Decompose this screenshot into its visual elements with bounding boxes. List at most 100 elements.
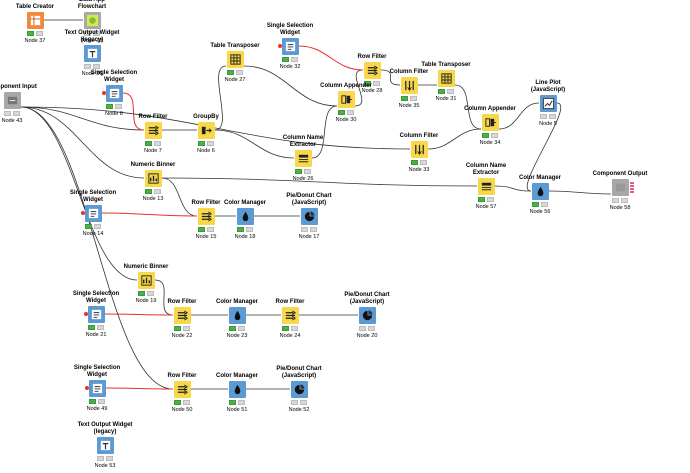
connection-n14-n15[interactable] (101, 212, 198, 217)
column-name-extractor-icon[interactable] (477, 178, 495, 195)
selection-widget-icon[interactable] (80, 205, 102, 222)
connection-n13-n57[interactable] (161, 177, 478, 187)
workflow-node-n20[interactable]: Pie/Donut Chart (JavaScript)Node 20 (332, 292, 402, 339)
color-manager-icon[interactable] (531, 183, 549, 200)
workflow-node-n52[interactable]: Pie/Donut Chart (JavaScript)Node 52 (264, 366, 334, 413)
selection-widget-icon[interactable] (277, 38, 299, 55)
flow-variable-port[interactable] (80, 211, 85, 215)
connection-n57-n56[interactable] (494, 185, 532, 192)
connection-n33-n34[interactable] (427, 128, 482, 150)
connection-n56-n58[interactable] (548, 190, 612, 195)
row-filter-icon[interactable] (144, 122, 162, 139)
connection-n32-n28[interactable] (298, 45, 364, 71)
table-creator-icon[interactable] (26, 12, 44, 29)
image-output-icon[interactable] (83, 12, 101, 29)
connection-n34-n5[interactable] (498, 102, 540, 130)
selection-widget-icon[interactable] (101, 85, 123, 102)
color-manager-icon[interactable] (236, 208, 254, 225)
connection-n13-n15[interactable] (161, 177, 198, 217)
column-appender-icon[interactable] (481, 114, 499, 131)
numeric-binner-icon[interactable] (137, 272, 155, 289)
numeric-binner-icon[interactable] (144, 170, 162, 187)
workflow-node-n36[interactable]: Text Output Widget (legacy)Node 36 (57, 30, 127, 77)
connection-n8-n7[interactable] (122, 92, 145, 131)
table-transposer-icon[interactable] (437, 70, 455, 87)
column-name-extractor-icon[interactable] (294, 150, 312, 167)
flow-variable-port[interactable] (101, 91, 106, 95)
row-filter-icon[interactable] (363, 62, 381, 79)
row-filter-icon[interactable] (173, 307, 191, 324)
color-manager-icon[interactable] (228, 381, 246, 398)
workflow-node-n53[interactable]: Text Output Widget (legacy)Node 53 (70, 422, 140, 469)
groupby-icon[interactable] (197, 122, 215, 139)
connection-n5-n56[interactable] (526, 102, 562, 192)
component-input-icon[interactable] (3, 92, 21, 109)
text-output-widget-icon[interactable] (96, 437, 114, 454)
flow-variable-port[interactable] (277, 44, 282, 48)
connection-n49-n50[interactable] (105, 387, 174, 390)
connection-n43-n19[interactable] (20, 106, 138, 281)
flow-variable-port[interactable] (83, 312, 88, 316)
pie-chart-icon[interactable] (358, 307, 376, 324)
connection-n31-n34[interactable] (454, 84, 482, 130)
connection-n26-n30[interactable] (311, 105, 338, 159)
pie-chart-icon[interactable] (290, 381, 308, 398)
connection-n6-n27[interactable] (214, 65, 227, 131)
pie-chart-icon[interactable] (300, 208, 318, 225)
connection-n43-n50[interactable] (20, 106, 174, 390)
table-transposer-icon[interactable] (226, 51, 244, 68)
connection-n28-n35[interactable] (380, 69, 401, 86)
line-plot-icon[interactable] (539, 95, 557, 112)
connection-n43-n33[interactable] (20, 106, 411, 150)
flow-variable-port[interactable] (84, 386, 89, 390)
color-manager-icon[interactable] (228, 307, 246, 324)
workflow-node-n5[interactable]: Line Plot (JavaScript)Node 5 (513, 80, 583, 127)
selection-widget-icon[interactable] (83, 306, 105, 323)
connection-n19-n22[interactable] (154, 279, 174, 316)
text-output-widget-icon[interactable] (83, 45, 101, 62)
workflow-node-n17[interactable]: Pie/Donut Chart (JavaScript)Node 17 (274, 193, 344, 240)
connection-n27-n30[interactable] (243, 65, 338, 107)
selection-widget-icon[interactable] (84, 380, 106, 397)
connection-n30-n28[interactable] (354, 69, 364, 107)
connection-n6-n26[interactable] (214, 129, 295, 159)
connection-n43-n7[interactable] (20, 106, 145, 131)
row-filter-icon[interactable] (197, 208, 215, 225)
column-filter-icon[interactable] (410, 141, 428, 158)
component-output-icon[interactable] (611, 179, 634, 196)
column-appender-icon[interactable] (337, 91, 355, 108)
row-filter-icon[interactable] (281, 307, 299, 324)
connection-n21-n22[interactable] (104, 313, 174, 316)
connection-n43-n13[interactable] (20, 106, 145, 179)
